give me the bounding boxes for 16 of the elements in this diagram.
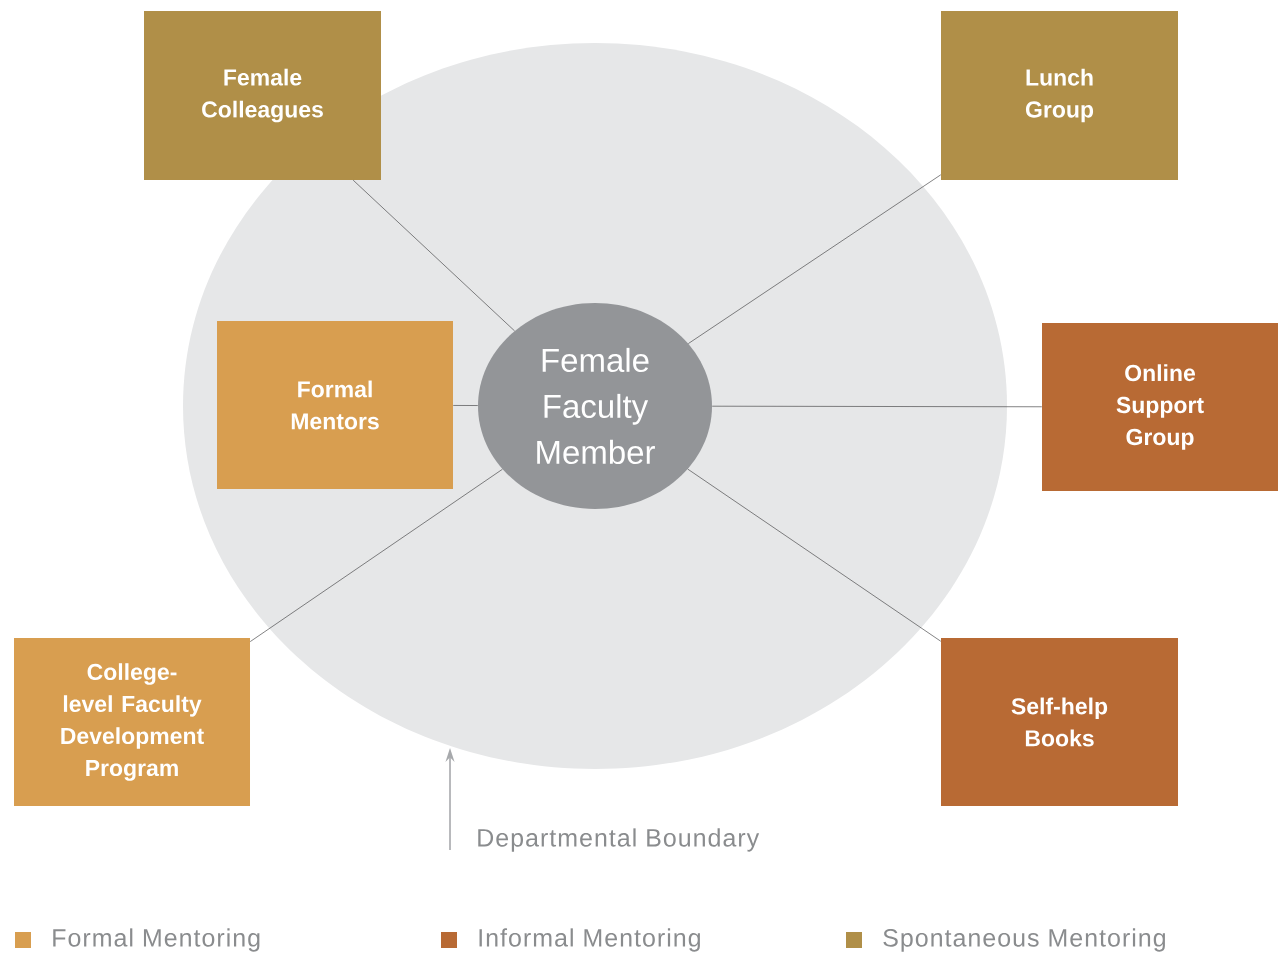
mentoring-box: Female Colleagues [144,11,381,180]
mentoring-box: Online Support Group [1042,323,1278,491]
legend-label: Spontaneous Mentoring [883,928,1165,952]
mentoring-box: Self-help Books [941,638,1178,806]
legend-label: Formal Mentoring [53,928,260,952]
mentoring-box: Lunch Group [941,11,1178,180]
boundary-label: Departmental Boundary [478,828,760,852]
connector-line [249,468,503,642]
connector-line [711,405,1043,408]
legend-label: Informal Mentoring [479,928,700,952]
connector-line [687,468,942,642]
mentoring-box: Formal Mentors [217,321,453,489]
mentoring-box: College-level Faculty Development Program [14,638,250,806]
connector-line [452,405,479,406]
connector-line [352,179,515,332]
connector-line [688,174,942,344]
